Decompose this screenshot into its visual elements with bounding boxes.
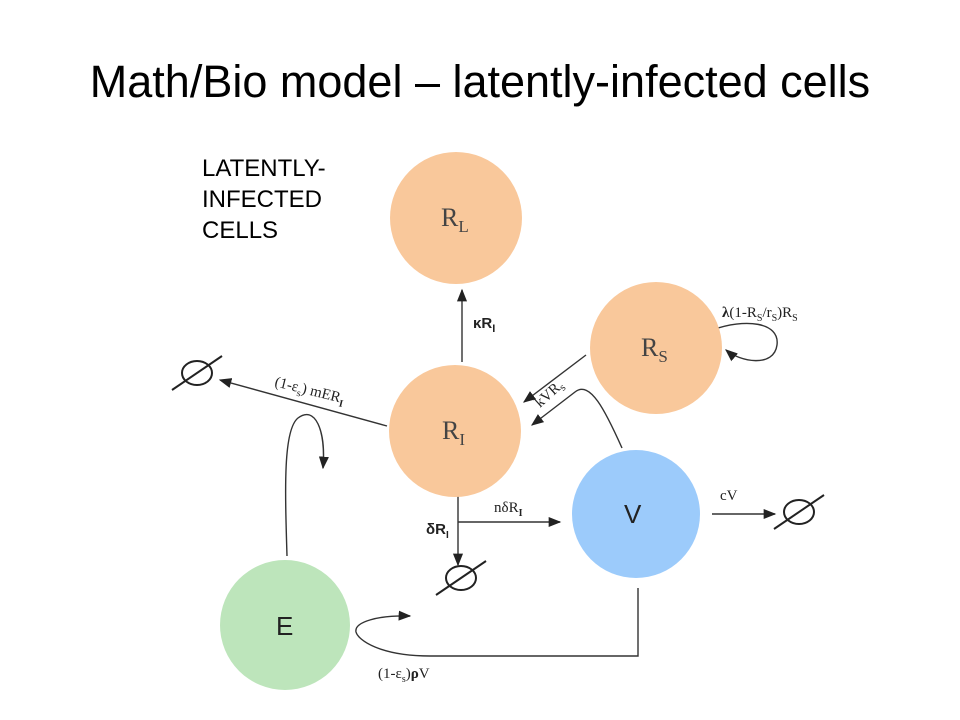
rate-kvrs: kVRs bbox=[532, 377, 568, 412]
null-symbol-bottom bbox=[435, 560, 487, 596]
rate-kappa-ri: κRI bbox=[473, 315, 495, 335]
node-ri-label: RI bbox=[442, 416, 465, 449]
latently-infected-cells-label: LATENTLY- INFECTED CELLS bbox=[202, 153, 326, 246]
rate-rho-v: (1-εs)ρV bbox=[378, 666, 430, 685]
rate-delta-ri: δRI bbox=[426, 521, 449, 541]
arrow-e-feedback bbox=[284, 413, 329, 557]
rate-cv: cV bbox=[720, 488, 738, 504]
label-line-2: INFECTED bbox=[202, 186, 322, 213]
node-ri bbox=[389, 365, 521, 497]
label-line-3: CELLS bbox=[202, 217, 279, 244]
arrow-rs-self-loop bbox=[711, 322, 778, 362]
node-rs bbox=[590, 282, 722, 414]
node-rl-label: RL bbox=[441, 203, 469, 236]
node-v-label: V bbox=[624, 499, 642, 529]
node-rl bbox=[390, 152, 522, 284]
node-rs-label: RS bbox=[641, 333, 668, 366]
node-v bbox=[572, 450, 700, 578]
node-e bbox=[220, 560, 350, 690]
arrow-v-to-ri-infection bbox=[531, 388, 623, 449]
page-title: Math/Bio model – latently-infected cells bbox=[89, 56, 871, 107]
rate-lambda-growth: λ(1-RS/rS)RS bbox=[722, 305, 798, 324]
null-symbol-right bbox=[773, 494, 825, 530]
arrow-v-to-e bbox=[355, 588, 639, 657]
rate-n-delta-ri: nδRI bbox=[494, 500, 523, 519]
arrow-rs-to-ri bbox=[522, 354, 587, 403]
node-e-label: E bbox=[276, 611, 293, 641]
arrow-ri-to-null bbox=[218, 378, 388, 427]
null-symbol-left bbox=[171, 355, 223, 391]
label-line-1: LATENTLY- bbox=[202, 155, 326, 182]
